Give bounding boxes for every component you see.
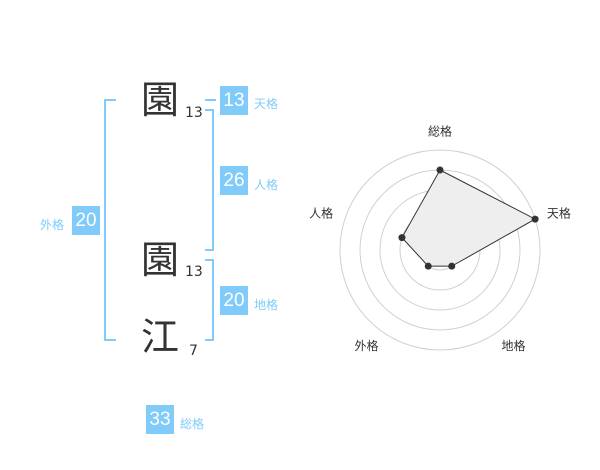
name-char-3: 江 — [141, 315, 180, 359]
name-char-2: 園 — [141, 238, 180, 282]
chikaku-bracket — [205, 259, 214, 341]
radar-point-2 — [448, 262, 456, 270]
chikaku-value: 20 — [220, 286, 248, 315]
radar-point-0 — [436, 166, 444, 174]
gaikaku-label: 外格 — [40, 218, 65, 232]
radar-axis-label: 天格 — [547, 205, 571, 220]
soukaku-label: 総格 — [180, 417, 205, 431]
radar-axis-label: 外格 — [355, 338, 379, 353]
stroke-count-1: 13 — [185, 105, 203, 121]
chikaku-label: 地格 — [254, 298, 279, 312]
jinkaku-label: 人格 — [254, 178, 279, 192]
radar-axis-label: 地格 — [501, 338, 525, 353]
radar-axis-label: 総格 — [428, 123, 452, 138]
radar-point-3 — [424, 262, 432, 270]
radar-axis-label: 人格 — [309, 205, 333, 220]
jinkaku-bracket — [205, 109, 214, 251]
radar-point-1 — [531, 215, 539, 223]
stroke-count-3: 7 — [189, 343, 198, 359]
tenkaku-value: 13 — [220, 86, 248, 115]
radar-point-4 — [398, 234, 406, 242]
jinkaku-value: 26 — [220, 166, 248, 195]
name-char-1: 園 — [141, 78, 180, 122]
soukaku-value: 33 — [146, 405, 174, 434]
radar-ring — [339, 149, 541, 351]
radar-area — [401, 169, 537, 267]
stroke-count-2: 13 — [185, 264, 203, 280]
gaikaku-bracket — [104, 99, 116, 341]
gaikaku-value: 20 — [72, 206, 100, 235]
tenkaku-label: 天格 — [254, 97, 279, 111]
tenkaku-connector — [205, 99, 216, 101]
